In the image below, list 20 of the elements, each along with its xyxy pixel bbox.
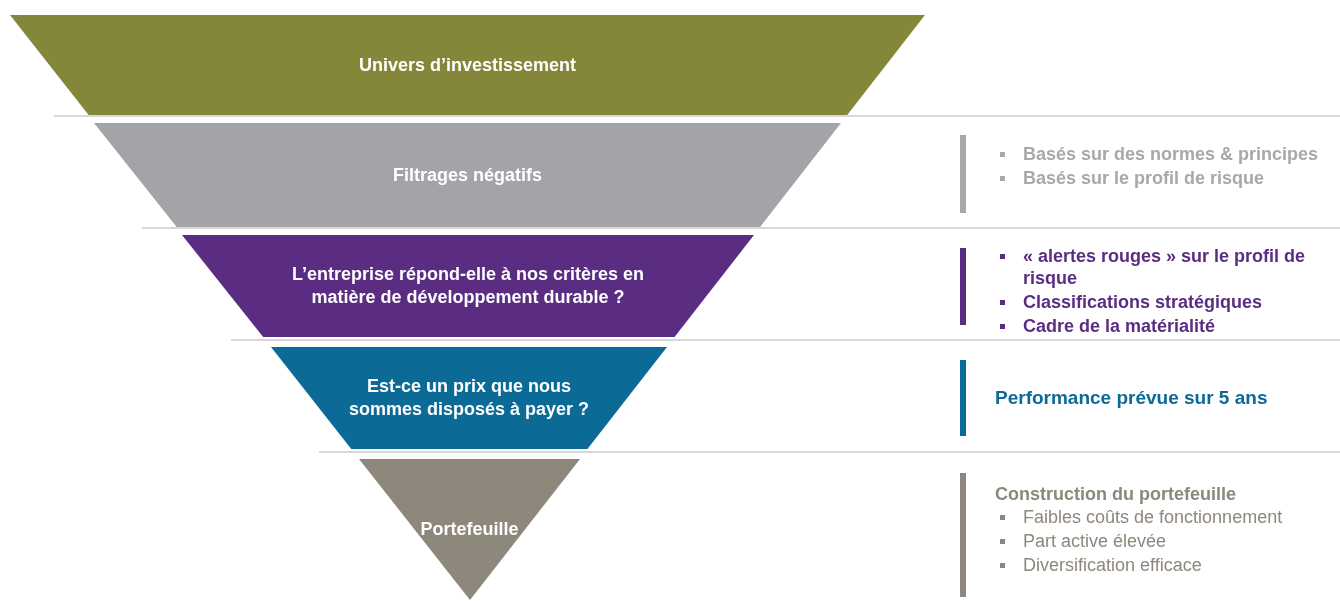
- funnel-band: [10, 15, 925, 115]
- funnel-band: [94, 123, 841, 227]
- list-item: Classifications stratégiques: [1023, 292, 1263, 312]
- band-label: L’entreprise répond-elle à nos critères en matière de développement durable ?: [290, 263, 646, 309]
- list-item: Faibles coûts de fonctionnement: [1023, 507, 1283, 527]
- list-item: Cadre de la matérialité: [1023, 316, 1216, 336]
- list-item: Basés sur des normes & principes: [1023, 144, 1319, 164]
- funnel-band: [271, 347, 667, 449]
- list-heading: Construction du portefeuille: [995, 483, 1237, 506]
- list-item: Basés sur le profil de risque: [1023, 168, 1265, 188]
- funnel-band: [182, 235, 754, 337]
- funnel-band: [359, 459, 580, 600]
- note-text: Performance prévue sur 5 ans: [995, 386, 1269, 410]
- band-label: Portefeuille: [419, 518, 520, 541]
- list-item: Part active élevée: [1023, 531, 1167, 551]
- band-label: Filtrages négatifs: [391, 163, 543, 187]
- list-item: Diversification efficace: [1023, 555, 1202, 575]
- list-item: « alertes rouges » sur le profil de risque: [1023, 246, 1306, 288]
- band-label: Est-ce un prix que nous sommes disposés à payer ?: [347, 375, 591, 421]
- band-label: Univers d’investissement: [357, 53, 578, 77]
